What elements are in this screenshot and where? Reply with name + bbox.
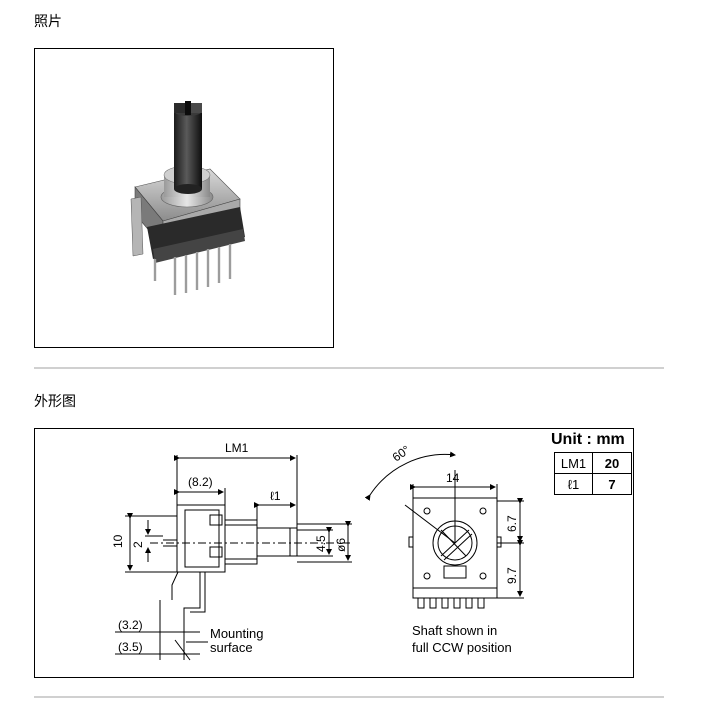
dim-angle: 60° [390, 442, 413, 464]
photo-frame [34, 48, 334, 348]
unit-key: LM1 [554, 452, 593, 474]
table-row: ℓ1 7 [554, 473, 632, 495]
dim-9-7: 9.7 [505, 567, 519, 584]
section-divider-bottom [34, 696, 664, 698]
outline-frame [34, 428, 634, 678]
caption-line-1: Shaft shown in [412, 623, 497, 638]
unit-table: LM1 20 ℓ1 7 [554, 452, 632, 495]
photo-heading: 照片 [34, 14, 62, 30]
dim-3-2: (3.2) [118, 618, 143, 632]
dim-phi6: ø6 [334, 538, 348, 552]
caption-line-2: full CCW position [412, 640, 512, 655]
mounting-label-2: surface [210, 640, 253, 655]
section-divider [34, 367, 664, 369]
potentiometer-photo [130, 101, 245, 295]
dim-14: 14 [446, 471, 460, 485]
table-row: LM1 20 [554, 452, 632, 474]
dim-6-7: 6.7 [505, 515, 519, 532]
dim-lm1: LM1 [225, 441, 249, 455]
dim-8-2: (8.2) [188, 475, 213, 489]
dim-2: 2 [131, 541, 145, 548]
mounting-label-1: Mounting [210, 626, 263, 641]
unit-key: ℓ1 [554, 473, 593, 495]
dim-10: 10 [111, 534, 125, 548]
dim-l1: ℓ1 [270, 489, 281, 503]
unit-title: Unit : mm [551, 431, 625, 448]
dim-4-5: 4.5 [314, 535, 328, 552]
unit-value: 7 [592, 473, 632, 495]
unit-value: 20 [592, 452, 632, 474]
dim-3-5: (3.5) [118, 640, 143, 654]
outline-heading: 外形图 [34, 394, 76, 410]
